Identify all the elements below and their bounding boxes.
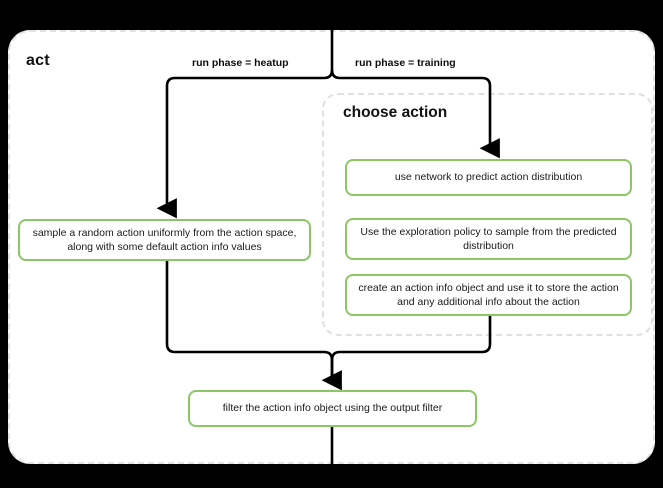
node-sample-random-action[interactable]: sample a random action uniformly from th… xyxy=(18,219,311,261)
node-create-action-info[interactable]: create an action info object and use it … xyxy=(345,274,632,316)
node-exploration-policy[interactable]: Use the exploration policy to sample fro… xyxy=(345,218,632,260)
node-filter-action-info[interactable]: filter the action info object using the … xyxy=(188,390,477,427)
edge-label-training: run phase = training xyxy=(355,57,456,69)
page-title: act xyxy=(26,52,50,69)
node-use-network[interactable]: use network to predict action distributi… xyxy=(345,159,632,196)
edge-label-heatup: run phase = heatup xyxy=(192,57,289,69)
choose-action-title: choose action xyxy=(343,104,448,121)
